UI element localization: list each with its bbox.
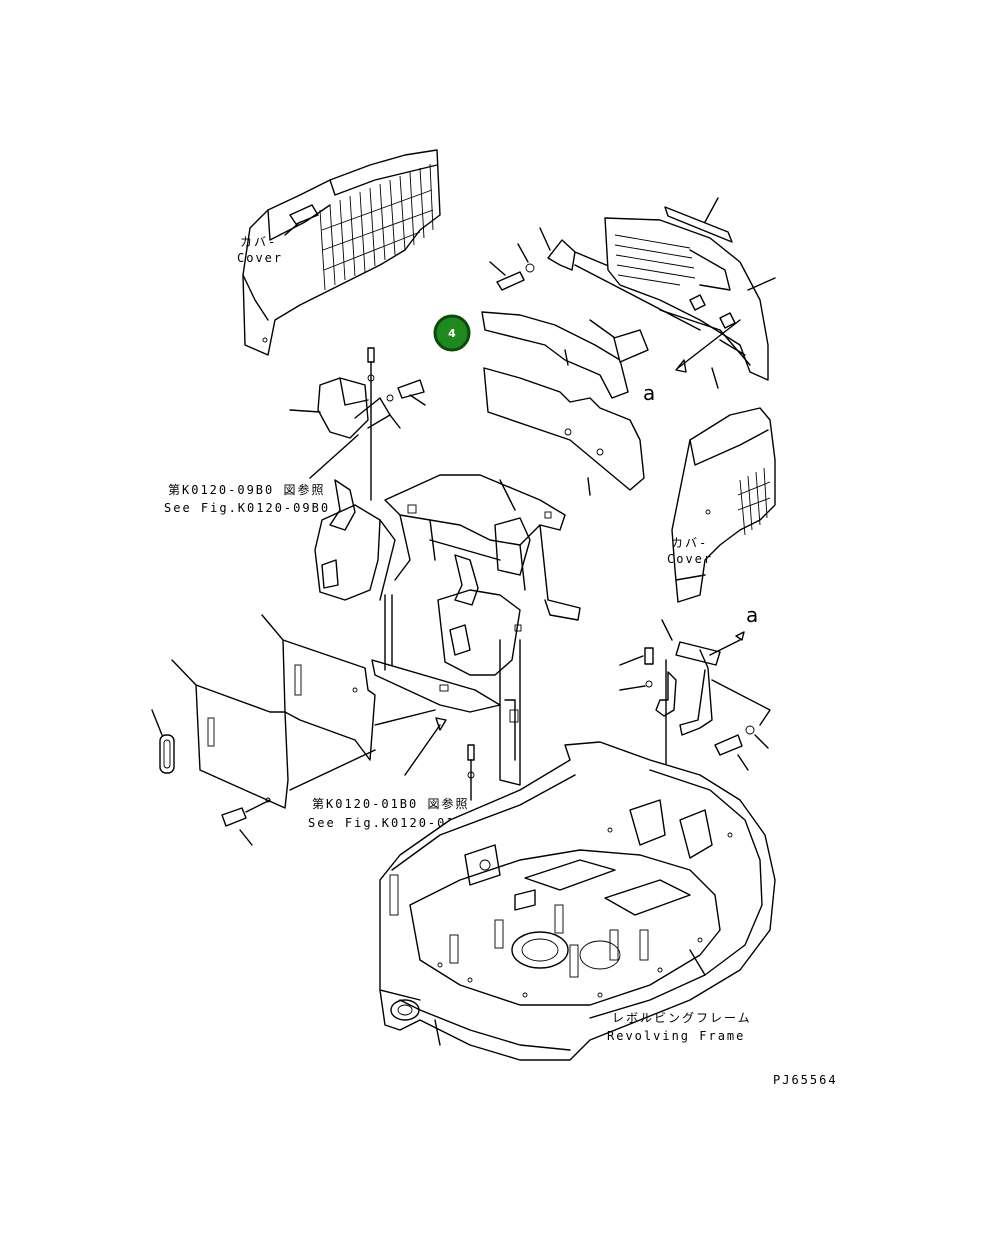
ref-01-jp-label: 第K0120-01B0 図参照 xyxy=(312,796,469,811)
drawing-number: PJ65564 xyxy=(773,1073,838,1087)
frame-en-label: Revolving Frame xyxy=(607,1029,745,1043)
callout-badge-4[interactable]: 4 xyxy=(433,314,471,352)
left-cover-part xyxy=(242,149,441,356)
right-cover-side-part xyxy=(671,407,776,603)
cover-left-jp-label: カバ- xyxy=(240,235,277,249)
cover-left-en-label: Cover xyxy=(237,251,283,265)
side-panel-front xyxy=(171,659,289,809)
console-stand-frame xyxy=(384,474,581,621)
cover-right-jp-label: カバ- xyxy=(671,536,708,550)
small-pad xyxy=(613,329,649,363)
bolt-center xyxy=(467,744,475,801)
left-joystick-console xyxy=(314,479,396,601)
console-legs xyxy=(371,594,522,786)
bolt-left-top xyxy=(367,347,426,501)
bolt-right-upper xyxy=(619,647,654,691)
label-a-lower: a xyxy=(746,603,758,627)
revolving-frame xyxy=(379,741,776,1061)
ref-09-jp-label: 第K0120-09B0 図参照 xyxy=(168,482,325,497)
hinge-bracket xyxy=(661,619,721,736)
insulation-pad-lower xyxy=(483,367,645,496)
cover-right-en-label: Cover xyxy=(667,552,713,566)
left-control-box xyxy=(289,377,391,439)
side-panel-rear xyxy=(261,614,376,761)
bolt-bottom-left xyxy=(221,799,271,846)
bolt-right-lower xyxy=(711,679,771,771)
frame-jp-label: レボルビングフレーム xyxy=(612,1011,752,1025)
ref-09-en-label: See Fig.K0120-09B0 xyxy=(164,501,330,515)
right-cover-top-part xyxy=(604,217,769,381)
ref-01-en-label: See Fig.K0120-01B0 xyxy=(308,816,474,830)
seal-strip-top xyxy=(664,197,733,243)
label-a-upper: a xyxy=(643,381,655,405)
bolt-top xyxy=(489,243,535,291)
rubber-grommet xyxy=(151,709,175,774)
insulation-pad-upper xyxy=(481,311,629,399)
callout-number: 4 xyxy=(448,327,456,340)
